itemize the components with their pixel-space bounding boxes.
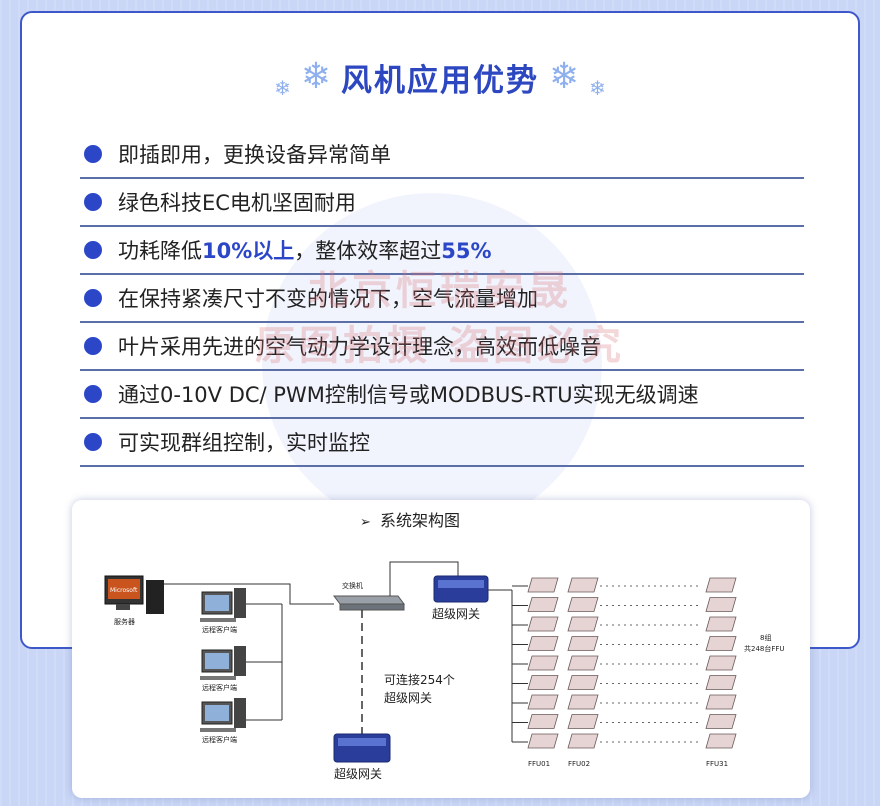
diagram-title-arrow-icon: ➢ <box>360 515 371 530</box>
connect-note: 超级网关 <box>384 690 432 705</box>
desktop-client-icon <box>200 698 246 732</box>
ffu-unit-icon <box>527 616 559 632</box>
ffu-unit-icon <box>705 675 737 690</box>
group-note: 共248台FFU <box>744 644 785 653</box>
ffu-unit-icon <box>705 636 737 651</box>
server-label: 服务器 <box>114 617 135 626</box>
ffu-unit-icon <box>527 694 559 710</box>
feature-item: 在保持紧凑尺寸不变的情况下，空气流量增加 <box>80 275 804 323</box>
bullet-icon <box>84 337 102 355</box>
feature-text: 可实现群组控制，实时监控 <box>118 427 370 457</box>
ffu-unit-icon <box>527 597 559 612</box>
feature-text-part: 绿色科技EC电机坚固耐用 <box>118 191 356 215</box>
snowflake-icon: ❄ <box>300 56 331 97</box>
feature-text-part: 可实现群组控制，实时监控 <box>118 431 370 455</box>
background-watermark-shape <box>262 193 602 533</box>
diagram-title: 系统架构图 <box>380 511 460 530</box>
feature-item: 通过0-10V DC/ PWM控制信号或MODBUS-RTU实现无级调速 <box>80 371 804 419</box>
ffu-unit-icon <box>567 577 599 593</box>
ffu-label: FFU01 <box>528 760 550 768</box>
watermark-text: 北京恒瑞安晟 <box>308 268 572 314</box>
ffu-grid <box>512 577 737 749</box>
desktop-client-icon <box>200 588 246 622</box>
feature-item: 叶片采用先进的空气动力学设计理念，高效而低噪音 <box>80 323 804 371</box>
ffu-unit-icon <box>567 733 599 749</box>
watermark-text: 原图拍摄 盗图必究 <box>255 323 625 369</box>
feature-item: 即插即用，更换设备异常简单 <box>80 131 804 179</box>
gateway-device-icon <box>433 575 489 603</box>
ffu-unit-icon <box>567 714 599 729</box>
ffu-unit-icon <box>705 597 737 612</box>
page-title: 风机应用优势 <box>341 62 539 99</box>
feature-text: 即插即用，更换设备异常简单 <box>118 139 391 169</box>
ffu-label: FFU02 <box>568 760 590 768</box>
highlight-value: 55% <box>441 239 492 263</box>
snowflake-icon: ❄ <box>549 56 580 97</box>
feature-text-part: 在保持紧凑尺寸不变的情况下，空气流量增加 <box>118 287 538 311</box>
feature-text-part: 功耗降低 <box>118 239 202 263</box>
ffu-unit-icon <box>705 694 737 710</box>
feature-text: 通过0-10V DC/ PWM控制信号或MODBUS-RTU实现无级调速 <box>118 379 699 409</box>
ffu-unit-icon <box>705 714 737 729</box>
snowflake-icon: ❄ <box>274 76 291 100</box>
feature-text: 功耗降低10%以上，整体效率超过55% <box>118 235 492 265</box>
title-row: ❄ ❄ 风机应用优势 ❄ ❄ <box>22 47 858 107</box>
feature-item: 可实现群组控制，实时监控 <box>80 419 804 467</box>
ffu-label: FFU31 <box>706 760 728 768</box>
client-label: 远程客户端 <box>202 683 237 692</box>
server-screen-text: Microsoft <box>110 587 138 594</box>
ffu-unit-icon <box>527 636 559 651</box>
gateway-device-icon <box>333 733 391 763</box>
group-note: 8组 <box>760 633 771 642</box>
system-architecture-diagram: ➢ 系统架构图 Microsoft 服务器 远程客户端 <box>72 500 810 798</box>
bullet-icon <box>84 385 102 403</box>
ffu-unit-icon <box>705 616 737 632</box>
gateway-label: 超级网关 <box>432 606 480 621</box>
feature-text: 叶片采用先进的空气动力学设计理念，高效而低噪音 <box>118 331 601 361</box>
ffu-unit-icon <box>567 655 599 671</box>
bullet-icon <box>84 145 102 163</box>
architecture-svg: ➢ 系统架构图 Microsoft 服务器 远程客户端 <box>104 511 785 781</box>
ffu-unit-icon <box>527 733 559 749</box>
ffu-unit-icon <box>567 616 599 632</box>
feature-text-part: 即插即用，更换设备异常简单 <box>118 143 391 167</box>
server-icon: Microsoft <box>104 575 164 614</box>
feature-text: 绿色科技EC电机坚固耐用 <box>118 187 356 217</box>
network-switch-icon <box>333 595 405 611</box>
feature-text: 在保持紧凑尺寸不变的情况下，空气流量增加 <box>118 283 538 313</box>
feature-item: 绿色科技EC电机坚固耐用 <box>80 179 804 227</box>
bullet-icon <box>84 433 102 451</box>
ffu-unit-icon <box>705 733 737 749</box>
feature-text-part: 叶片采用先进的空气动力学设计理念，高效而低噪音 <box>118 335 601 359</box>
feature-text-part: 通过0-10V DC/ PWM控制信号或MODBUS-RTU实现无级调速 <box>118 383 699 407</box>
switch-label: 交换机 <box>342 581 363 590</box>
feature-list: 即插即用，更换设备异常简单绿色科技EC电机坚固耐用功耗降低10%以上，整体效率超… <box>80 131 804 467</box>
ffu-unit-icon <box>527 655 559 671</box>
feature-item: 功耗降低10%以上，整体效率超过55% <box>80 227 804 275</box>
client-label: 远程客户端 <box>202 735 237 744</box>
ffu-unit-icon <box>527 714 559 729</box>
ffu-unit-icon <box>705 655 737 671</box>
connect-note: 可连接254个 <box>384 672 455 687</box>
ffu-unit-icon <box>567 597 599 612</box>
ffu-unit-icon <box>527 577 559 593</box>
snowflake-icon: ❄ <box>589 76 606 100</box>
gateway-label: 超级网关 <box>334 766 382 781</box>
highlight-value: 10%以上 <box>202 239 295 263</box>
bullet-icon <box>84 241 102 259</box>
desktop-client-icon <box>200 646 246 680</box>
ffu-unit-icon <box>705 577 737 593</box>
ffu-unit-icon <box>567 675 599 690</box>
ffu-unit-icon <box>567 636 599 651</box>
feature-text-part: ，整体效率超过 <box>294 239 442 263</box>
client-label: 远程客户端 <box>202 625 237 634</box>
bullet-icon <box>84 289 102 307</box>
bullet-icon <box>84 193 102 211</box>
ffu-unit-icon <box>567 694 599 710</box>
ffu-unit-icon <box>527 675 559 690</box>
